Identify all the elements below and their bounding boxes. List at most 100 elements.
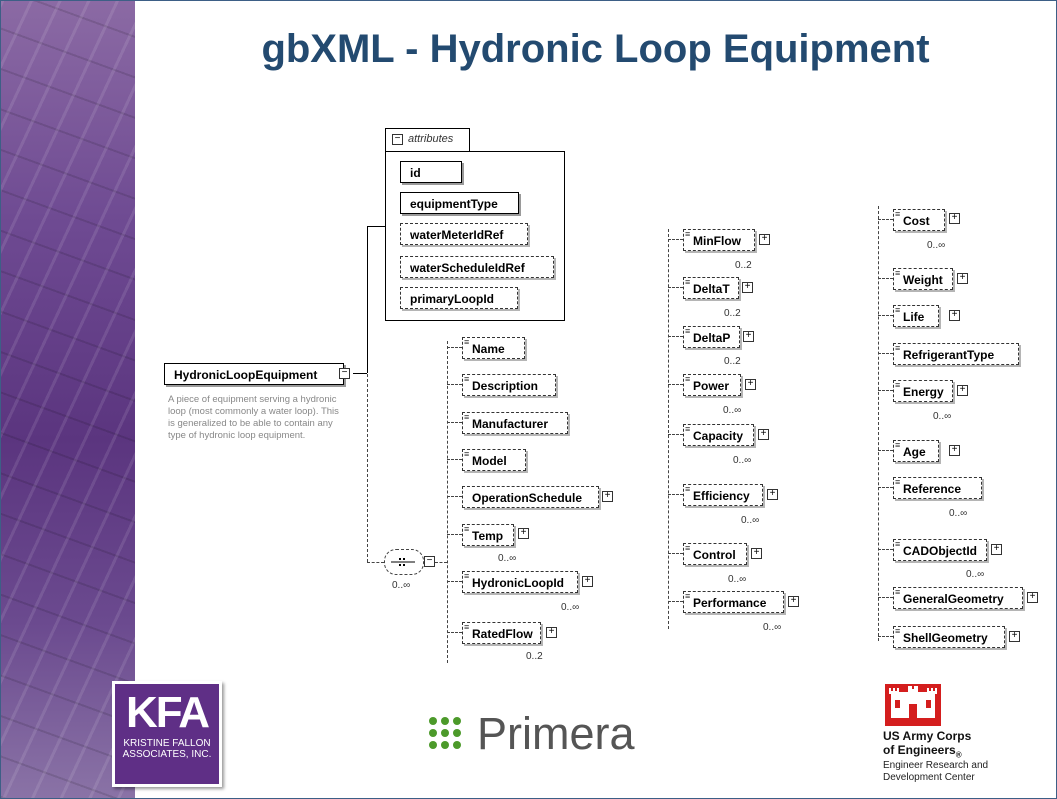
attribute-id[interactable]: id bbox=[400, 161, 462, 183]
cardinality: 0..2 bbox=[526, 651, 543, 662]
attribute-primary-loop-id[interactable]: primaryLoopId bbox=[400, 287, 518, 309]
expand-icon[interactable]: + bbox=[957, 273, 968, 284]
element-manufacturer[interactable]: ≡Manufacturer bbox=[462, 412, 568, 434]
connector-dashed bbox=[367, 374, 368, 562]
cardinality: 0..2 bbox=[735, 260, 752, 271]
primera-logo-text: Primera bbox=[477, 708, 635, 759]
expand-icon[interactable]: + bbox=[602, 491, 613, 502]
element-weight[interactable]: ≡Weight bbox=[893, 268, 953, 290]
cardinality: 0..∞ bbox=[723, 405, 742, 416]
connector-dashed bbox=[878, 390, 893, 391]
expand-icon[interactable]: + bbox=[991, 544, 1002, 555]
cardinality: 0..∞ bbox=[741, 515, 760, 526]
connector-dashed bbox=[367, 562, 384, 563]
collapse-icon[interactable]: − bbox=[392, 134, 403, 145]
element-hydronic-loop-id[interactable]: ≡HydronicLoopId bbox=[462, 571, 578, 593]
expand-icon[interactable]: + bbox=[743, 331, 754, 342]
kfa-logo-line1: KRISTINE FALLON bbox=[123, 738, 211, 749]
connector-dashed bbox=[668, 336, 683, 337]
connector-dashed bbox=[878, 315, 893, 316]
connector-dashed bbox=[668, 494, 683, 495]
cardinality: 0..∞ bbox=[498, 553, 517, 564]
connector-dashed bbox=[447, 632, 462, 633]
sequence-compositor[interactable] bbox=[384, 549, 424, 575]
expand-icon[interactable]: + bbox=[546, 627, 557, 638]
collapse-icon[interactable]: − bbox=[424, 556, 435, 567]
expand-icon[interactable]: + bbox=[767, 489, 778, 500]
collapse-icon[interactable]: − bbox=[339, 368, 350, 379]
element-rated-flow[interactable]: ≡RatedFlow bbox=[462, 622, 541, 644]
element-cost[interactable]: ≡Cost bbox=[893, 209, 945, 231]
attribute-water-schedule-id-ref[interactable]: waterScheduleIdRef bbox=[400, 256, 554, 278]
kfa-logo-line2: ASSOCIATES, INC. bbox=[122, 749, 212, 760]
cardinality: 0..2 bbox=[724, 308, 741, 319]
expand-icon[interactable]: + bbox=[742, 282, 753, 293]
slide-title: gbXML - Hydronic Loop Equipment bbox=[261, 27, 930, 71]
expand-icon[interactable]: + bbox=[788, 596, 799, 607]
connector-dashed bbox=[668, 239, 683, 240]
usace-subtitle: Engineer Research and Development Center bbox=[883, 760, 988, 784]
connector-line bbox=[353, 373, 367, 374]
expand-icon[interactable]: + bbox=[949, 445, 960, 456]
root-element-label: HydronicLoopEquipment bbox=[174, 368, 318, 382]
element-model[interactable]: ≡Model bbox=[462, 449, 526, 471]
cardinality: 0..∞ bbox=[949, 508, 968, 519]
element-delta-t[interactable]: ≡DeltaT bbox=[683, 277, 739, 299]
connector-dashed bbox=[447, 422, 462, 423]
expand-icon[interactable]: + bbox=[751, 548, 762, 559]
root-element[interactable]: HydronicLoopEquipment bbox=[164, 363, 344, 385]
connector-dashed bbox=[668, 384, 683, 385]
element-control[interactable]: ≡Control bbox=[683, 543, 747, 565]
expand-icon[interactable]: + bbox=[949, 213, 960, 224]
element-general-geometry[interactable]: ≡GeneralGeometry bbox=[893, 587, 1023, 609]
element-energy[interactable]: ≡Energy bbox=[893, 380, 953, 402]
element-refrigerant-type[interactable]: ≡RefrigerantType bbox=[893, 343, 1019, 365]
cardinality: 0..∞ bbox=[933, 411, 952, 422]
usace-line1: US Army Corps bbox=[883, 729, 972, 743]
expand-icon[interactable]: + bbox=[582, 576, 593, 587]
cardinality: 0..∞ bbox=[927, 240, 946, 251]
expand-icon[interactable]: + bbox=[758, 429, 769, 440]
attributes-box bbox=[385, 151, 565, 321]
usace-title: US Army Corps of Engineers® bbox=[883, 729, 971, 762]
connector-dashed bbox=[447, 534, 462, 535]
element-reference[interactable]: ≡Reference bbox=[893, 477, 982, 499]
expand-icon[interactable]: + bbox=[759, 234, 770, 245]
element-min-flow[interactable]: ≡MinFlow bbox=[683, 229, 755, 251]
expand-icon[interactable]: + bbox=[518, 528, 529, 539]
expand-icon[interactable]: + bbox=[957, 385, 968, 396]
element-description[interactable]: ≡Description bbox=[462, 374, 556, 396]
element-performance[interactable]: ≡Performance bbox=[683, 591, 784, 613]
connector-dashed bbox=[447, 384, 462, 385]
usace-line2: of Engineers bbox=[883, 743, 956, 757]
expand-icon[interactable]: + bbox=[1009, 631, 1020, 642]
element-temp[interactable]: ≡Temp bbox=[462, 524, 514, 546]
element-name[interactable]: ≡Name bbox=[462, 337, 525, 359]
element-capacity[interactable]: ≡Capacity bbox=[683, 424, 754, 446]
connector-line bbox=[367, 226, 368, 373]
usace-line4: Development Center bbox=[883, 772, 975, 783]
element-operation-schedule[interactable]: OperationSchedule bbox=[462, 486, 599, 508]
element-delta-p[interactable]: ≡DeltaP bbox=[683, 326, 740, 348]
attributes-header: − attributes bbox=[385, 128, 470, 151]
element-efficiency[interactable]: ≡Efficiency bbox=[683, 484, 763, 506]
connector-dashed bbox=[878, 219, 893, 220]
element-cad-object-id[interactable]: ≡CADObjectId bbox=[893, 539, 987, 561]
element-power[interactable]: ≡Power bbox=[683, 374, 741, 396]
castle-icon bbox=[885, 684, 941, 726]
connector-line bbox=[367, 226, 385, 227]
expand-icon[interactable]: + bbox=[1027, 592, 1038, 603]
expand-icon[interactable]: + bbox=[745, 379, 756, 390]
connector-dashed bbox=[878, 278, 893, 279]
attribute-water-meter-id-ref[interactable]: waterMeterIdRef bbox=[400, 223, 528, 245]
element-shell-geometry[interactable]: ≡ShellGeometry bbox=[893, 626, 1005, 648]
cardinality: 0..∞ bbox=[392, 580, 411, 591]
connector-dashed bbox=[447, 581, 462, 582]
element-age[interactable]: ≡Age bbox=[893, 440, 939, 462]
element-life[interactable]: ≡Life bbox=[893, 305, 939, 327]
expand-icon[interactable]: + bbox=[949, 310, 960, 321]
attribute-equipment-type[interactable]: equipmentType bbox=[400, 192, 519, 214]
connector-dashed bbox=[878, 206, 879, 641]
cardinality: 0..∞ bbox=[728, 574, 747, 585]
